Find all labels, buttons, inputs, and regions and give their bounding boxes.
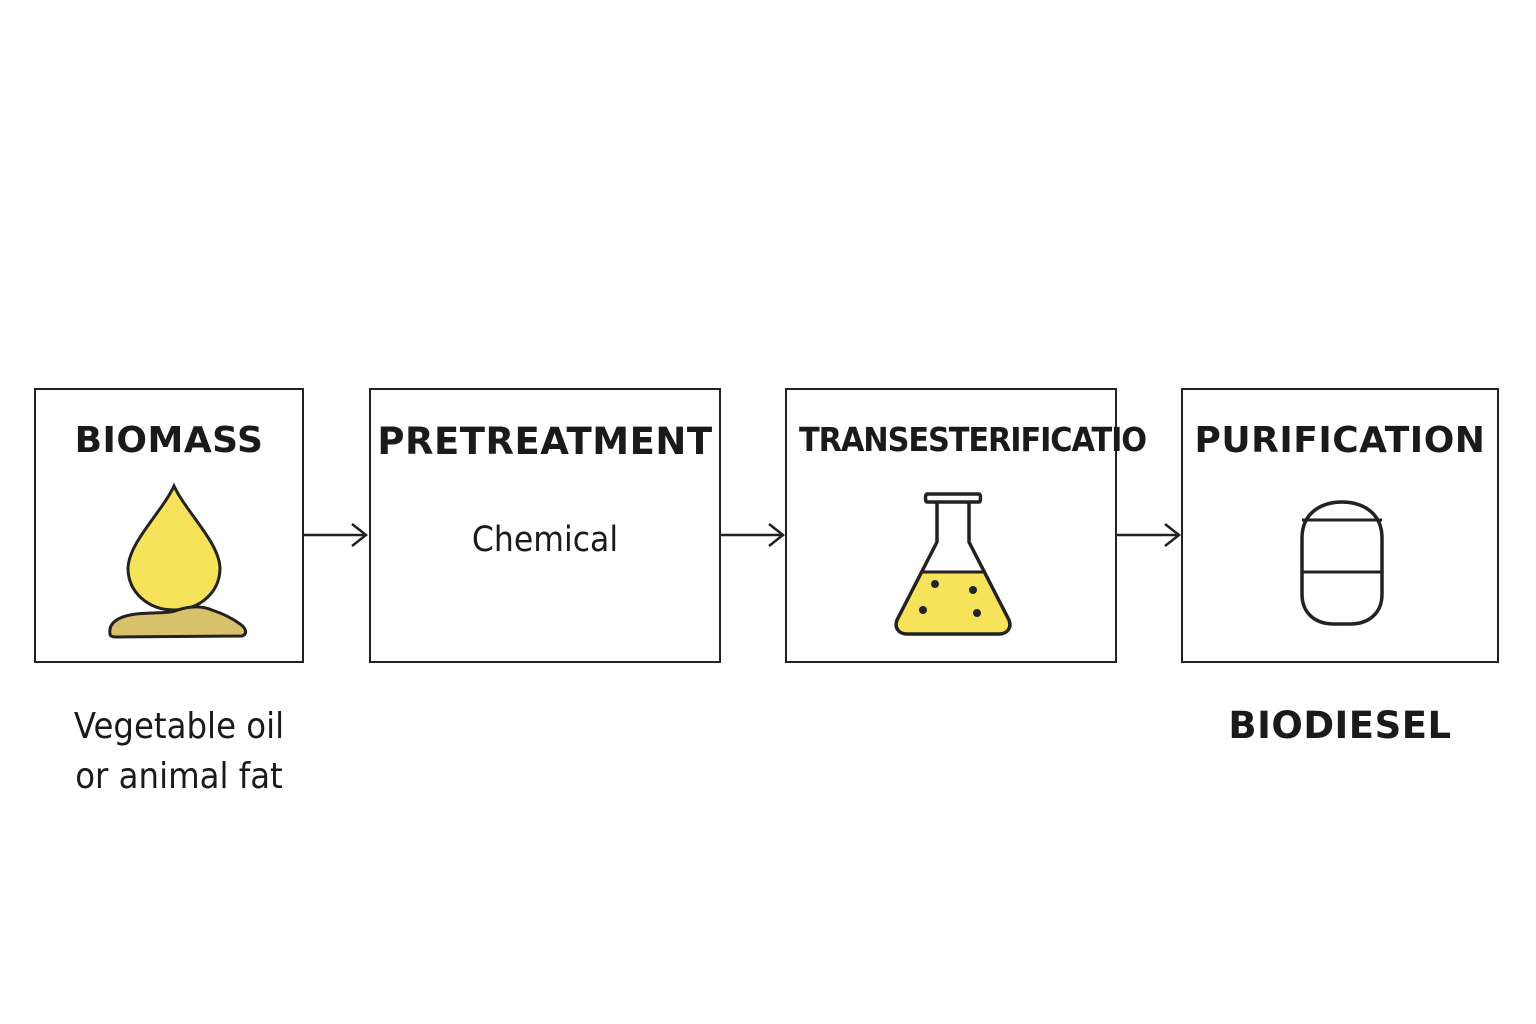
flask-icon: [894, 492, 1012, 636]
arrow-right-icon: [1117, 523, 1182, 547]
biomass-caption: Vegetable oil or animal fat: [49, 702, 310, 802]
step-box-purification: PURIFICATION: [1181, 388, 1499, 663]
step-box-pretreatment: PRETREATMENT Chemical: [369, 388, 721, 663]
step-box-biomass: BIOMASS: [34, 388, 304, 663]
arrow-right-icon: [304, 523, 369, 547]
capsule-icon: [1300, 500, 1384, 626]
step-title-pretreatment: PRETREATMENT: [377, 420, 713, 463]
step-subtitle-pretreatment: Chemical: [471, 520, 619, 560]
step-title-purification: PURIFICATION: [1194, 420, 1486, 461]
output-caption-biodiesel: BIODIESEL: [1228, 704, 1452, 747]
biomass-caption-line-2: or animal fat: [75, 756, 283, 797]
oil-drop-icon: [108, 482, 248, 639]
step-box-transesterification: TRANSESTERIFICATIO: [785, 388, 1147, 663]
arrow-right-icon: [721, 523, 786, 547]
step-title-transesterification: TRANSESTERIFICATIO: [799, 420, 1147, 459]
step-title-biomass: BIOMASS: [74, 420, 264, 461]
biomass-caption-line-1: Vegetable oil: [73, 706, 285, 747]
